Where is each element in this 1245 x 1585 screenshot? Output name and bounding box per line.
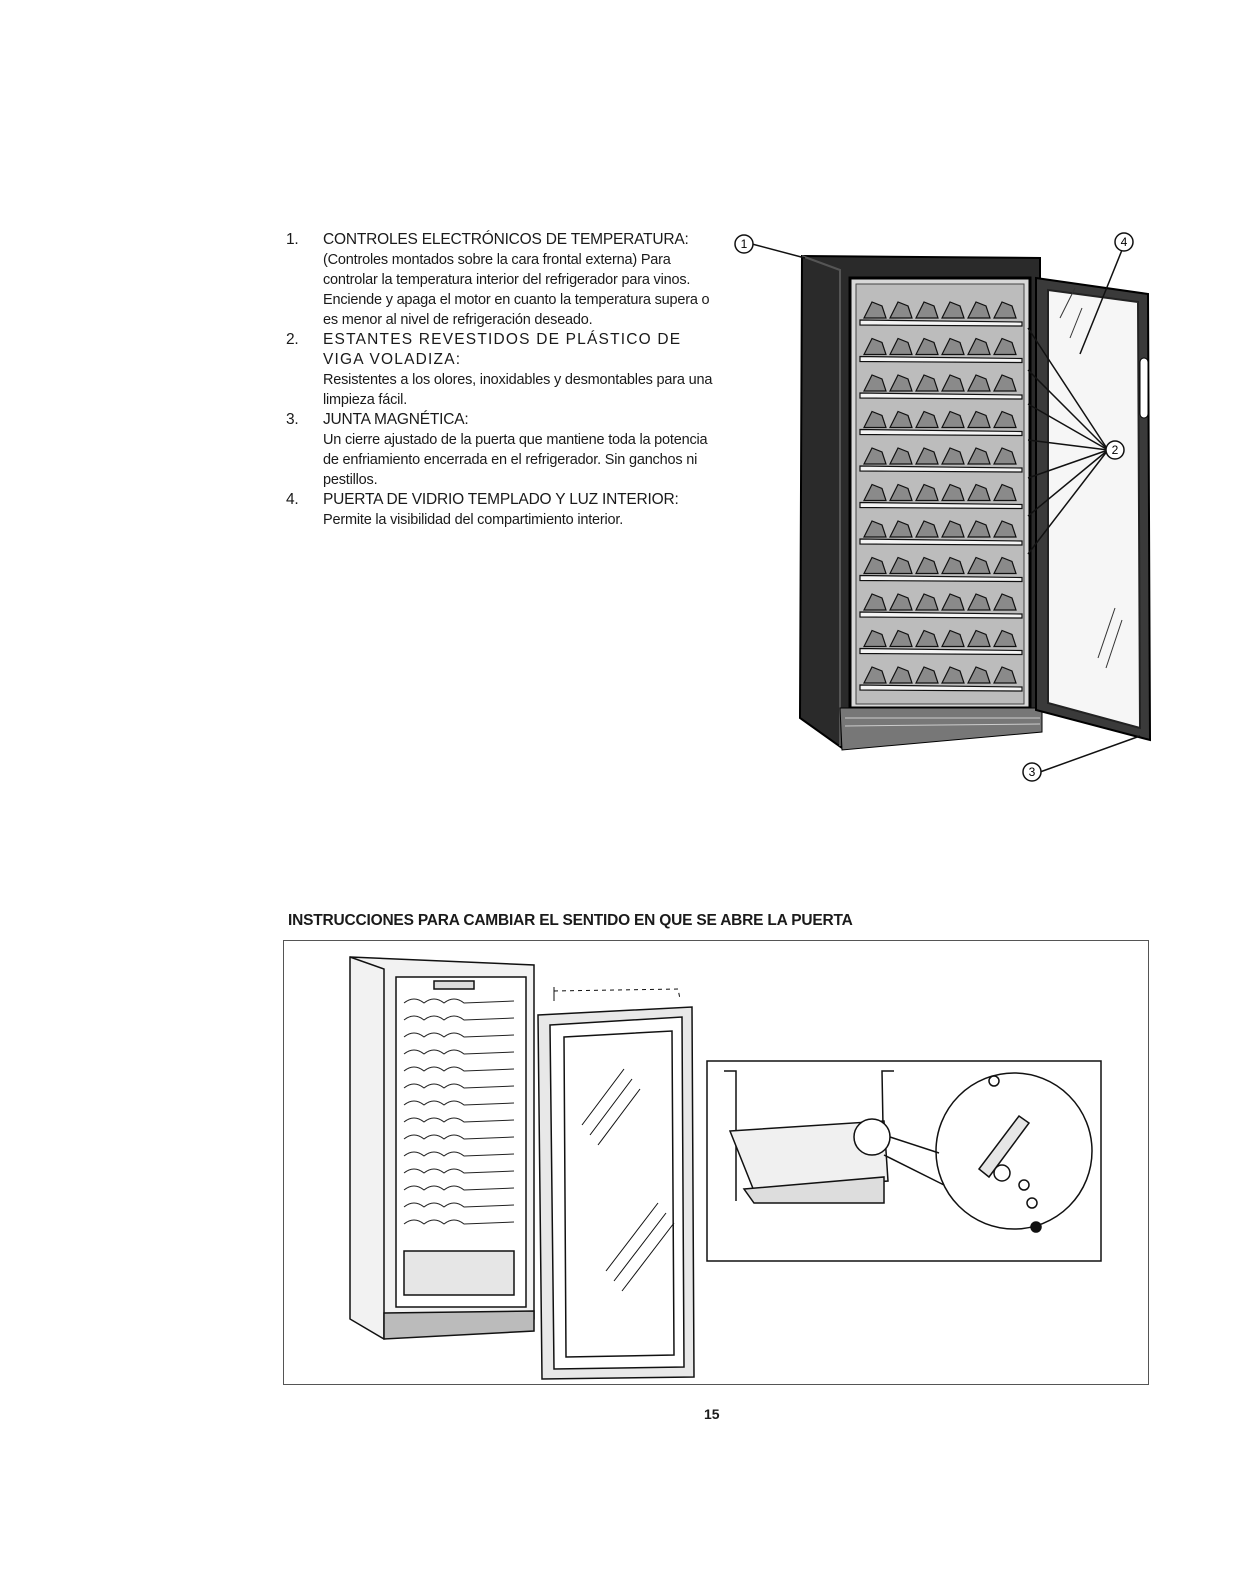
section-title: INSTRUCCIONES PARA CAMBIAR EL SENTIDO EN… bbox=[288, 912, 853, 929]
feature-item-temperature-controls: 1. CONTROLES ELECTRÓNICOS DE TEMPERATURA… bbox=[286, 230, 726, 330]
callout-4: 4 bbox=[1114, 232, 1134, 252]
door-reversal-illustration bbox=[349, 956, 1102, 1380]
feature-heading: ESTANTES REVESTIDOS DE PLÁSTICO DE VIGA … bbox=[323, 331, 682, 368]
feature-heading: JUNTA MAGNÉTICA: bbox=[323, 411, 469, 428]
feature-body: (Controles montados sobre la cara fronta… bbox=[323, 252, 710, 328]
svg-text:4: 4 bbox=[1121, 235, 1128, 249]
page-number: 15 bbox=[704, 1406, 720, 1422]
feature-heading: CONTROLES ELECTRÓNICOS DE TEMPERATURA: bbox=[323, 231, 689, 248]
feature-number: 1. bbox=[286, 231, 299, 248]
feature-body: Permite la visibilidad del compartimient… bbox=[323, 512, 624, 528]
svg-text:3: 3 bbox=[1029, 765, 1036, 779]
wine-cooler-illustration: 1 4 2 3 bbox=[734, 232, 1152, 782]
svg-text:1: 1 bbox=[741, 237, 748, 251]
callout-1: 1 bbox=[734, 234, 754, 254]
callout-2: 2 bbox=[1105, 440, 1125, 460]
feature-body: Un cierre ajustado de la puerta que mant… bbox=[323, 432, 708, 488]
feature-item-magnetic-gasket: 3. JUNTA MAGNÉTICA: Un cierre ajustado d… bbox=[286, 410, 726, 490]
feature-number: 3. bbox=[286, 411, 299, 428]
feature-body: Resistentes a los olores, inoxidables y … bbox=[323, 372, 713, 408]
feature-heading: PUERTA DE VIDRIO TEMPLADO Y LUZ INTERIOR… bbox=[323, 491, 679, 508]
svg-text:2: 2 bbox=[1112, 443, 1119, 457]
feature-number: 4. bbox=[286, 491, 299, 508]
feature-list: 1. CONTROLES ELECTRÓNICOS DE TEMPERATURA… bbox=[286, 230, 726, 530]
callout-3: 3 bbox=[1022, 762, 1042, 782]
feature-item-shelves: 2. ESTANTES REVESTIDOS DE PLÁSTICO DE VI… bbox=[286, 330, 726, 410]
door-reversal-figure bbox=[283, 940, 1149, 1385]
feature-number: 2. bbox=[286, 331, 299, 348]
feature-item-glass-door: 4. PUERTA DE VIDRIO TEMPLADO Y LUZ INTER… bbox=[286, 490, 726, 530]
